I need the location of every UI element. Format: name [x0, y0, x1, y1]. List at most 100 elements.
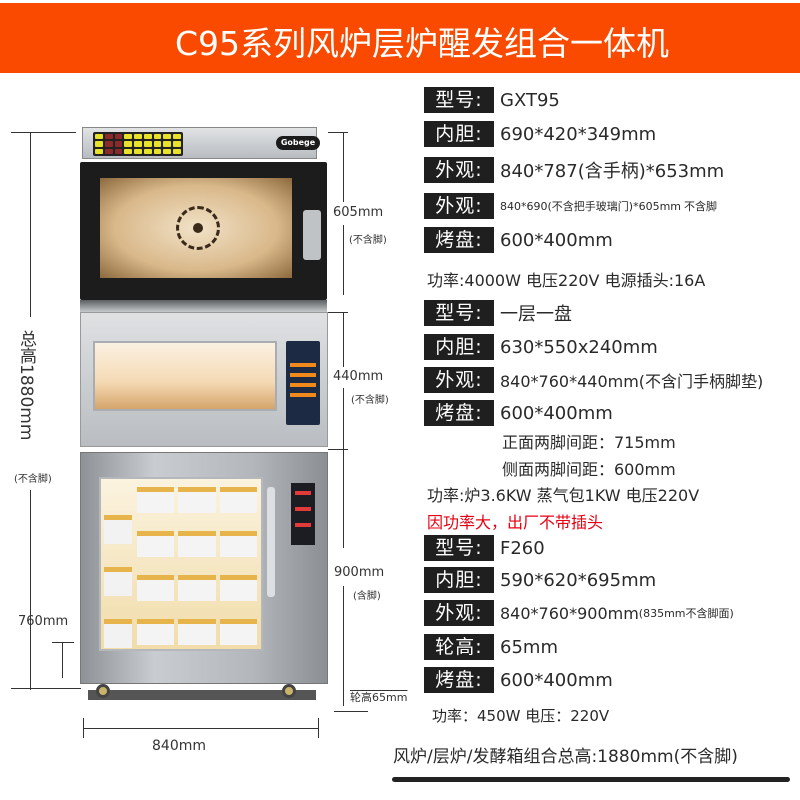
spec-row-convection-tray: 烤盘: 600*400mm — [424, 227, 613, 253]
deck-oven — [80, 312, 328, 447]
spec-note: 不含脚 — [684, 200, 717, 213]
wheel-icon — [282, 684, 296, 698]
no-plug-warning: 因功率大，出厂不带插头 — [427, 513, 604, 532]
wheel-icon — [96, 684, 110, 698]
control-panel — [286, 341, 320, 425]
spec-note: (835mm不含脚面) — [638, 607, 734, 620]
divider — [392, 777, 790, 782]
spec-label: 轮高: — [424, 634, 494, 660]
convection-power: 功率:4000W 电压220V 电源插头:16A — [427, 271, 706, 290]
spec-label: 外观: — [424, 367, 494, 393]
bread-tray — [104, 567, 132, 596]
spec-value: 840*690(不含把手玻璃门)*605mm — [500, 200, 681, 213]
bread-tray-row — [137, 487, 257, 513]
door-handle — [267, 487, 275, 597]
spec-row-convection-inner: 内胆: 690*420*349mm — [424, 121, 656, 147]
spec-label: 外观: — [424, 193, 494, 219]
side-leg-spacing: 侧面两脚间距：600mm — [502, 460, 676, 479]
dimension-line — [328, 449, 348, 450]
oven-window — [93, 341, 277, 411]
middle-unit-note: (不含脚) — [351, 395, 389, 406]
spec-row-proofer-model: 型号: F260 — [424, 535, 545, 561]
bread-tray-row — [137, 575, 257, 601]
proofer-cabinet — [80, 452, 328, 684]
keypad-icon — [93, 132, 183, 156]
dimension-line — [343, 312, 344, 367]
front-leg-spacing: 正面两脚间距：715mm — [502, 433, 676, 452]
separator — [80, 300, 327, 312]
spec-value: 65mm — [500, 636, 558, 658]
door-handle — [303, 210, 321, 260]
dimension-line — [30, 490, 31, 690]
dimension-line — [83, 728, 318, 729]
middle-unit-height: 440mm — [333, 369, 384, 384]
spec-row-proofer-wheel: 轮高: 65mm — [424, 634, 558, 660]
dimension-line — [343, 586, 344, 706]
total-height-summary: 风炉/层炉/发酵箱组合总高:1880mm(不含脚) — [393, 747, 738, 767]
control-panel — [291, 483, 315, 545]
bread-tray — [104, 619, 132, 648]
dimension-line — [52, 642, 74, 643]
page-title: C95系列风炉层炉醒发组合一体机 — [175, 24, 670, 63]
total-height-note: (不含脚) — [14, 474, 52, 485]
proofer-window — [99, 477, 263, 651]
spec-value: 600*400mm — [500, 402, 613, 424]
spec-value: 690*420*349mm — [500, 123, 657, 145]
left-760-label: 760mm — [18, 614, 69, 629]
top-unit-height: 605mm — [333, 205, 384, 220]
oven-window — [100, 178, 292, 278]
spec-value: 590*620*695mm — [500, 569, 657, 591]
dimension-line — [30, 132, 31, 317]
spec-row-proofer-inner: 内胆: 590*620*695mm — [424, 567, 656, 593]
spec-value: 840*760*900mm — [500, 603, 639, 623]
brand-logo: Gobege — [276, 136, 320, 150]
fan-icon — [176, 206, 220, 250]
base — [88, 690, 316, 700]
spec-label: 烤盘: — [424, 667, 494, 693]
deck-power: 功率:炉3.6KW 蒸气包1KW 电压220V — [427, 486, 700, 505]
spec-value: F260 — [500, 537, 545, 559]
spec-label: 烤盘: — [424, 400, 494, 426]
spec-label: 型号: — [424, 300, 494, 326]
width-label: 840mm — [152, 738, 206, 754]
dimension-line — [328, 132, 348, 133]
dimension-line — [83, 718, 84, 738]
spec-row-deck-inner: 内胆: 630*550x240mm — [424, 334, 658, 360]
spec-label: 型号: — [424, 87, 494, 113]
spec-label: 内胆: — [424, 334, 494, 360]
spec-row-proofer-exterior: 外观: 840*760*900mm (835mm不含脚面) — [424, 600, 734, 626]
convection-oven-control-panel: Gobege — [82, 127, 320, 159]
spec-row-proofer-tray: 烤盘: 600*400mm — [424, 667, 613, 693]
bottom-unit-note: (含脚) — [353, 591, 381, 602]
title-bar: C95系列风炉层炉醒发组合一体机 — [0, 3, 800, 73]
bread-tray-row — [137, 619, 257, 645]
bread-tray-row — [137, 531, 257, 557]
spec-row-deck-exterior: 外观: 840*760*440mm(不含门手柄脚垫) — [424, 367, 763, 393]
spec-value: 840*787(含手柄)*653mm — [500, 161, 725, 182]
convection-oven — [80, 162, 327, 300]
dimension-line — [343, 132, 344, 202]
dimension-line — [318, 718, 319, 738]
spec-row-convection-model: 型号: GXT95 — [424, 87, 560, 113]
spec-value: 600*400mm — [500, 669, 613, 691]
total-height-label: 总高1880mm — [16, 330, 36, 441]
spec-row-deck-model: 型号: 一层一盘 — [424, 300, 572, 326]
spec-label: 外观: — [424, 600, 494, 626]
proofer-power: 功率：450W 电压：220V — [432, 707, 610, 725]
spec-label: 型号: — [424, 535, 494, 561]
dimension-line — [11, 132, 76, 133]
spec-value: 600*400mm — [500, 229, 613, 251]
dimension-line — [343, 388, 344, 548]
spec-value: 一层一盘 — [500, 304, 572, 325]
bread-tray — [104, 515, 132, 544]
spec-label: 内胆: — [424, 567, 494, 593]
dimension-line — [62, 642, 63, 678]
dimension-line — [343, 225, 344, 295]
spec-row-convection-exterior2: 外观: 840*690(不含把手玻璃门)*605mm 不含脚 — [424, 193, 717, 219]
spec-row-convection-exterior: 外观: 840*787(含手柄)*653mm — [424, 157, 724, 183]
spec-label: 内胆: — [424, 121, 494, 147]
dimension-line — [334, 711, 368, 712]
spec-label: 外观: — [424, 157, 494, 183]
spec-value: 630*550x240mm — [500, 336, 658, 358]
bottom-unit-height: 900mm — [334, 565, 385, 580]
